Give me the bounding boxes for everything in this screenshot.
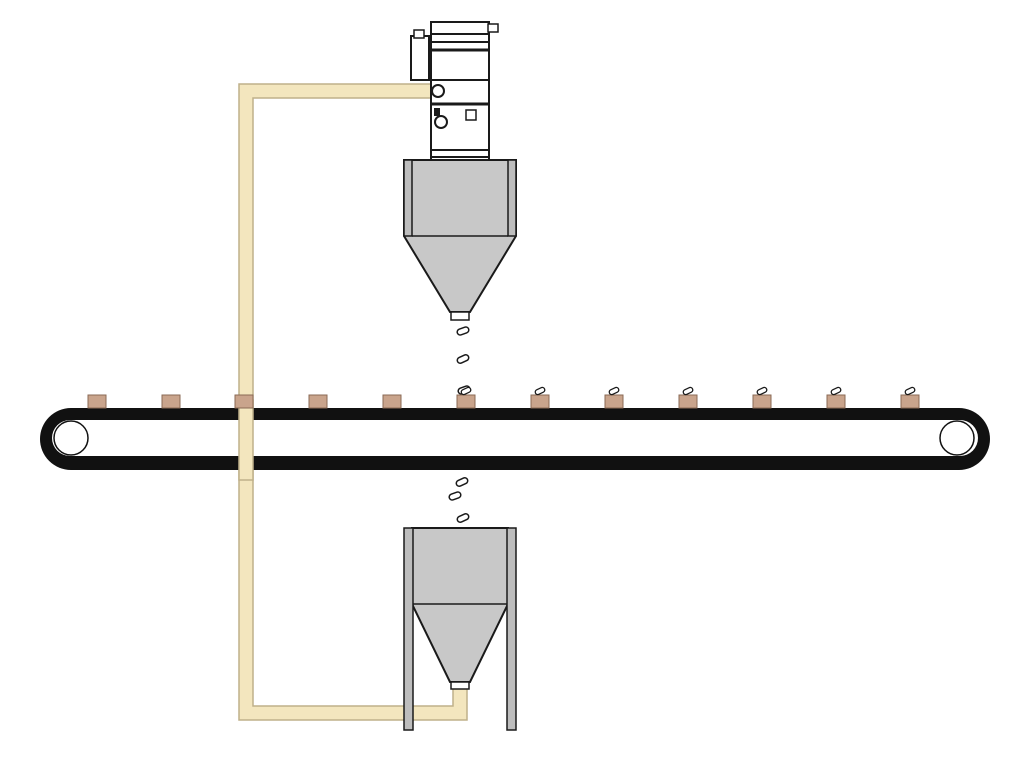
granule <box>682 386 694 396</box>
product-box <box>604 394 624 409</box>
receiver-inlet-port <box>431 84 445 98</box>
granule <box>608 386 620 396</box>
supply-hopper-leg-left <box>403 527 414 731</box>
granule <box>456 353 470 365</box>
granule <box>456 326 470 336</box>
product-box <box>382 394 402 409</box>
discharge-hopper <box>403 159 517 321</box>
conveyor-belt-gap <box>52 420 978 456</box>
vacuum-receiver <box>410 21 499 161</box>
product-box <box>752 394 772 409</box>
receiver-lid <box>430 21 490 35</box>
granule <box>455 476 469 488</box>
product-box <box>161 394 181 409</box>
product-box <box>900 394 920 409</box>
conveyor-roller-right <box>939 420 975 456</box>
granule <box>456 512 470 524</box>
granule <box>756 386 768 396</box>
product-box <box>678 394 698 409</box>
products-on-conveyor <box>87 386 920 409</box>
discharge-spout <box>450 311 470 321</box>
product-box <box>826 394 846 409</box>
granule <box>830 386 842 396</box>
granule <box>904 386 916 396</box>
supply-hopper <box>403 527 517 731</box>
supply-hopper-leg-right <box>506 527 517 731</box>
product-box <box>234 394 254 409</box>
supply-hopper-body <box>411 527 509 683</box>
product-box <box>87 394 107 409</box>
conveyor-roller-left <box>53 420 89 456</box>
product-box <box>530 394 550 409</box>
conveying-line-crossing <box>238 399 254 481</box>
granule <box>448 491 462 501</box>
receiver-motor-cap <box>487 23 499 33</box>
granule <box>460 386 472 396</box>
product-box <box>456 394 476 409</box>
granule <box>534 386 546 396</box>
receiver-side-valve <box>410 35 430 81</box>
supply-hopper-spout <box>450 681 470 690</box>
belt-conveyor <box>40 408 990 470</box>
product-box <box>308 394 328 409</box>
